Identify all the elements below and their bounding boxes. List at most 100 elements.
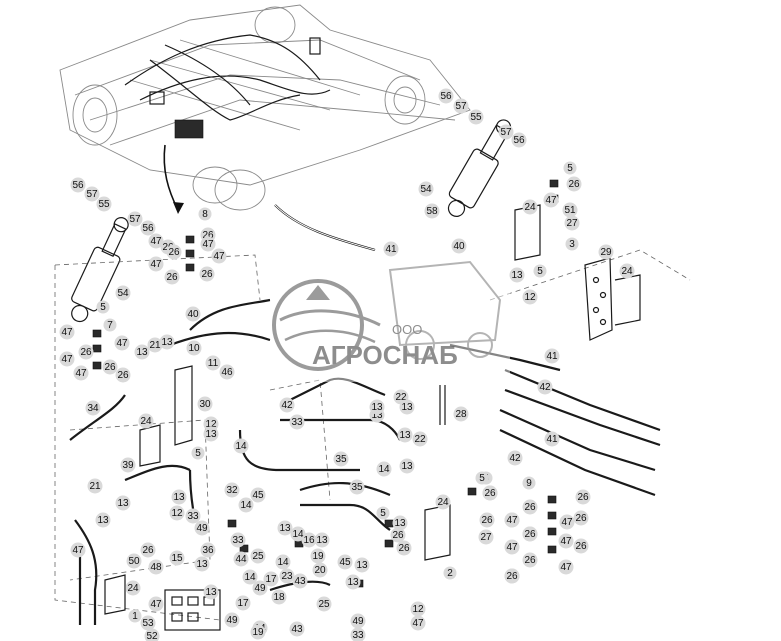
callout-33: 33: [350, 627, 366, 641]
callout-16: 16: [301, 532, 317, 548]
callout-label: 26: [166, 272, 178, 283]
callout-35: 35: [349, 479, 365, 495]
callout-2: 2: [443, 566, 457, 580]
callout-label: 26: [201, 269, 213, 280]
callout-5: 5: [191, 446, 205, 460]
callout-label: 35: [351, 482, 363, 493]
callout-label: 47: [506, 542, 518, 553]
callout-label: 13: [371, 402, 383, 413]
callout-18: 18: [271, 589, 287, 605]
callout-19: 19: [310, 548, 326, 564]
callout-26: 26: [573, 510, 589, 526]
callout-label: 12: [412, 604, 424, 615]
callout-26: 26: [522, 499, 538, 515]
callout-33: 33: [230, 532, 246, 548]
callout-label: 36: [202, 545, 214, 556]
callout-label: 22: [395, 392, 407, 403]
callout-5: 5: [563, 161, 577, 175]
callout-55: 55: [468, 109, 484, 125]
callout-35: 35: [333, 451, 349, 467]
callout-label: 14: [244, 572, 256, 583]
watermark-name: АГРОСНАБ: [312, 340, 458, 370]
callout-13: 13: [399, 458, 415, 474]
callout-label: 13: [316, 535, 328, 546]
callout-label: 22: [414, 434, 426, 445]
callout-label: 5: [567, 163, 573, 174]
callout-47: 47: [504, 512, 520, 528]
callout-57: 57: [453, 98, 469, 114]
callout-14: 14: [238, 497, 254, 513]
callout-label: 16: [303, 535, 315, 546]
callout-label: 27: [480, 532, 492, 543]
callout-43: 43: [292, 573, 308, 589]
callout-26: 26: [482, 485, 498, 501]
callout-26: 26: [140, 542, 156, 558]
callout-label: 13: [205, 587, 217, 598]
callout-26: 26: [199, 266, 215, 282]
callout-label: 47: [561, 517, 573, 528]
callout-label: 24: [437, 497, 449, 508]
callout-26: 26: [78, 344, 94, 360]
callout-label: 49: [196, 523, 208, 534]
callout-label: 13: [356, 560, 368, 571]
callout-label: 15: [171, 553, 183, 564]
callout-label: 24: [524, 202, 536, 213]
callout-47: 47: [200, 236, 216, 252]
callout-label: 26: [168, 247, 180, 258]
callout-23: 23: [279, 568, 295, 584]
callout-label: 42: [539, 382, 551, 393]
callout-26: 26: [575, 489, 591, 505]
callout-label: 34: [87, 403, 99, 414]
callout-30: 30: [197, 396, 213, 412]
callout-label: 56: [142, 223, 154, 234]
callout-label: 40: [453, 241, 465, 252]
callout-label: 54: [117, 288, 129, 299]
callout-label: 24: [621, 266, 633, 277]
callout-3: 3: [565, 237, 579, 251]
callout-27: 27: [564, 215, 580, 231]
callout-label: 19: [252, 627, 264, 638]
callout-36: 36: [200, 542, 216, 558]
callout-label: 47: [75, 368, 87, 379]
callout-13: 13: [95, 512, 111, 528]
callout-label: 5: [380, 508, 386, 519]
callout-50: 50: [126, 553, 142, 569]
callout-39: 39: [120, 457, 136, 473]
callout-47: 47: [148, 596, 164, 612]
callout-label: 14: [235, 441, 247, 452]
callout-40: 40: [185, 306, 201, 322]
callout-26: 26: [102, 359, 118, 375]
callout-label: 26: [524, 502, 536, 513]
callout-label: 13: [196, 559, 208, 570]
callout-label: 47: [61, 354, 73, 365]
callout-label: 45: [339, 557, 351, 568]
callout-label: 47: [61, 327, 73, 338]
callout-label: 47: [560, 536, 572, 547]
callout-label: 26: [575, 513, 587, 524]
callout-label: 18: [273, 592, 285, 603]
callout-label: 46: [221, 367, 233, 378]
callout-label: 1: [132, 611, 138, 622]
callout-13: 13: [345, 574, 361, 590]
callout-label: 26: [484, 488, 496, 499]
callout-label: 25: [252, 551, 264, 562]
callout-label: 24: [127, 583, 139, 594]
callout-label: 26: [568, 179, 580, 190]
callout-label: 9: [526, 478, 532, 489]
callout-label: 13: [347, 577, 359, 588]
callout-13: 13: [314, 532, 330, 548]
callout-label: 26: [202, 230, 214, 241]
callout-label: 13: [117, 498, 129, 509]
tractor-frame-sketch: [59, 4, 471, 214]
callout-label: 45: [252, 490, 264, 501]
callout-label: 26: [80, 347, 92, 358]
callout-56: 56: [140, 220, 156, 236]
callout-5: 5: [96, 300, 110, 314]
callout-26: 26: [166, 244, 182, 260]
hoses: [69, 204, 661, 625]
callout-label: 19: [312, 551, 324, 562]
callout-25: 25: [316, 596, 332, 612]
callout-57: 57: [127, 211, 143, 227]
callout-45: 45: [337, 554, 353, 570]
